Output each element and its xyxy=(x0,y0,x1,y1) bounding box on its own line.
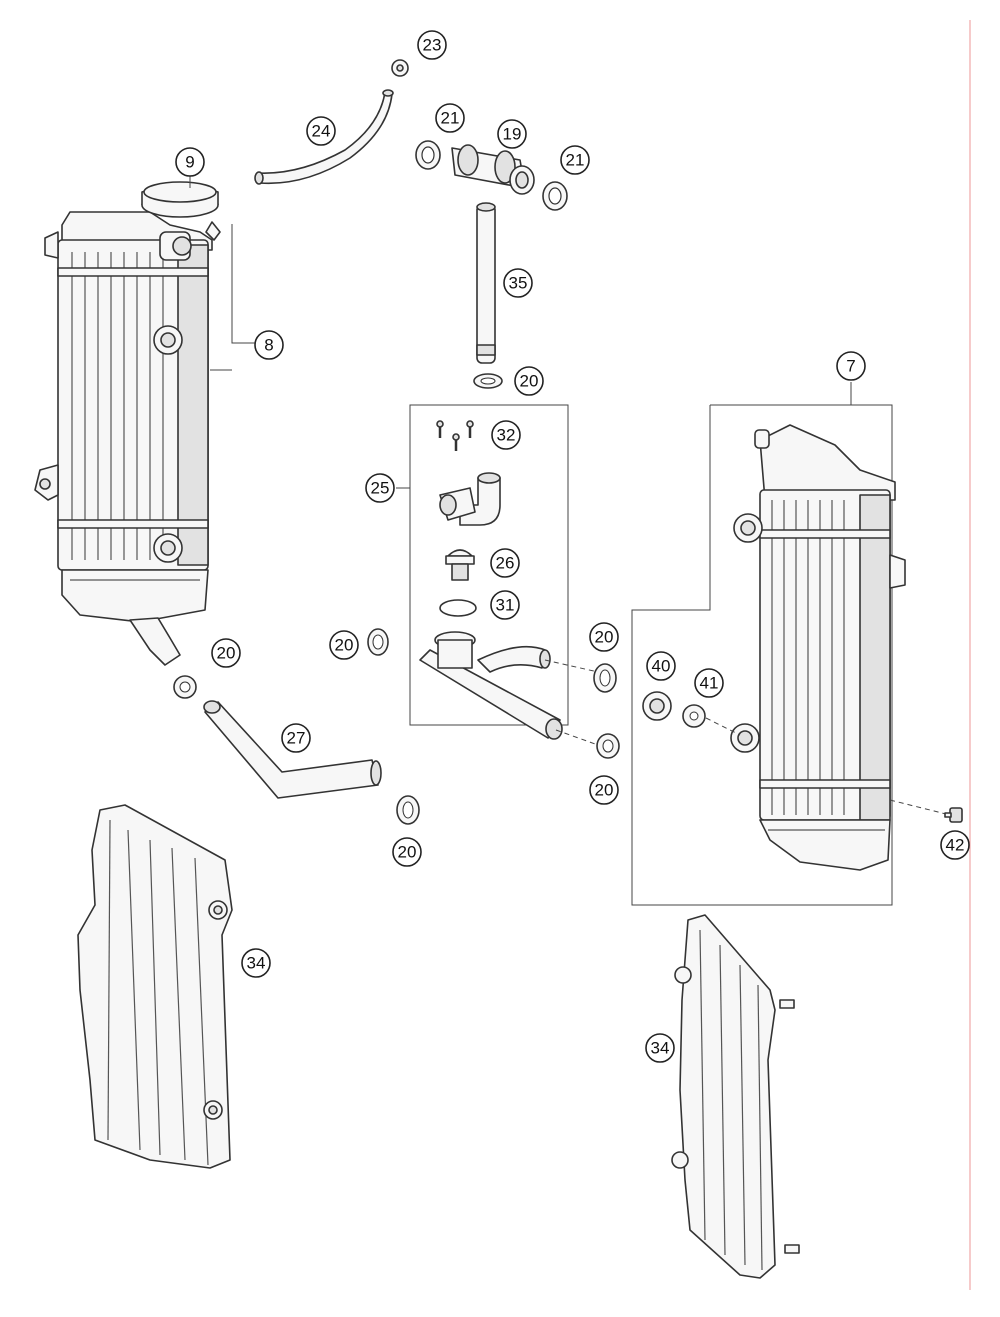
right-radiator-guard xyxy=(671,914,800,1279)
svg-text:20: 20 xyxy=(595,628,614,647)
coolant-pipe xyxy=(476,202,496,364)
svg-text:27: 27 xyxy=(287,729,306,748)
left-radiator-guard xyxy=(77,804,233,1169)
callout-41: 41 xyxy=(694,668,724,698)
svg-text:35: 35 xyxy=(509,274,528,293)
hose-connector xyxy=(451,144,535,195)
callout-9: 9 xyxy=(175,147,205,177)
callout-21-right: 21 xyxy=(560,145,590,175)
svg-text:40: 40 xyxy=(652,657,671,676)
svg-text:19: 19 xyxy=(503,125,522,144)
callout-40: 40 xyxy=(646,651,676,681)
callout-20-group-right-top: 20 xyxy=(589,622,619,652)
callout-35: 35 xyxy=(503,268,533,298)
right-radiator xyxy=(730,424,906,871)
clamp-radiator-left xyxy=(173,675,197,699)
callout-34-right: 34 xyxy=(645,1033,675,1063)
svg-text:32: 32 xyxy=(497,426,516,445)
callout-7: 7 xyxy=(836,351,866,381)
thermostat-group-box xyxy=(409,404,569,726)
grommet xyxy=(642,691,672,721)
callout-31: 31 xyxy=(490,590,520,620)
svg-text:25: 25 xyxy=(371,479,390,498)
svg-text:31: 31 xyxy=(496,596,515,615)
svg-text:26: 26 xyxy=(496,554,515,573)
callout-34-left: 34 xyxy=(241,948,271,978)
clamp-group-right-bottom xyxy=(596,733,620,759)
svg-text:20: 20 xyxy=(217,644,236,663)
callout-25: 25 xyxy=(365,473,395,503)
thermostat xyxy=(445,549,475,581)
callout-20-hose-lower: 20 xyxy=(392,837,422,867)
callout-20-pipe: 20 xyxy=(514,366,544,396)
svg-text:42: 42 xyxy=(946,836,965,855)
svg-text:21: 21 xyxy=(441,109,460,128)
svg-text:20: 20 xyxy=(335,636,354,655)
svg-text:34: 34 xyxy=(247,954,266,973)
callout-24: 24 xyxy=(306,116,336,146)
callout-19: 19 xyxy=(497,119,527,149)
svg-text:9: 9 xyxy=(185,153,194,172)
callout-20-radiator-left: 20 xyxy=(211,638,241,668)
o-ring xyxy=(439,599,477,617)
lower-hose xyxy=(203,700,382,799)
clamp-group-right-top xyxy=(593,663,617,693)
svg-text:8: 8 xyxy=(264,336,273,355)
bolt xyxy=(944,807,963,823)
svg-text:7: 7 xyxy=(846,357,855,376)
lower-housing xyxy=(419,631,563,740)
svg-text:20: 20 xyxy=(520,372,539,391)
svg-text:23: 23 xyxy=(423,36,442,55)
callout-8: 8 xyxy=(254,330,284,360)
left-radiator xyxy=(34,211,213,666)
svg-text:24: 24 xyxy=(312,122,331,141)
svg-text:34: 34 xyxy=(651,1039,670,1058)
clamp-left-21 xyxy=(415,140,441,170)
callout-42: 42 xyxy=(940,830,970,860)
hose-fitting-small xyxy=(391,59,409,77)
clamp-group-left xyxy=(367,628,389,656)
svg-text:20: 20 xyxy=(398,843,417,862)
screws xyxy=(436,420,474,451)
clamp-hose-lower xyxy=(396,795,420,825)
callout-23: 23 xyxy=(417,30,447,60)
breather-hose xyxy=(254,89,394,185)
callout-20-group-left: 20 xyxy=(329,630,359,660)
thermostat-housing xyxy=(439,472,501,526)
callout-21-left: 21 xyxy=(435,103,465,133)
svg-text:20: 20 xyxy=(595,781,614,800)
svg-text:21: 21 xyxy=(566,151,585,170)
radiator-cap xyxy=(141,181,221,241)
clamp-pipe xyxy=(473,373,503,389)
washer xyxy=(682,704,706,728)
clamp-right-21 xyxy=(542,181,568,211)
callout-26: 26 xyxy=(490,548,520,578)
callout-27: 27 xyxy=(281,723,311,753)
svg-text:41: 41 xyxy=(700,674,719,693)
callout-20-group-right-bottom: 20 xyxy=(589,775,619,805)
callout-32: 32 xyxy=(491,420,521,450)
